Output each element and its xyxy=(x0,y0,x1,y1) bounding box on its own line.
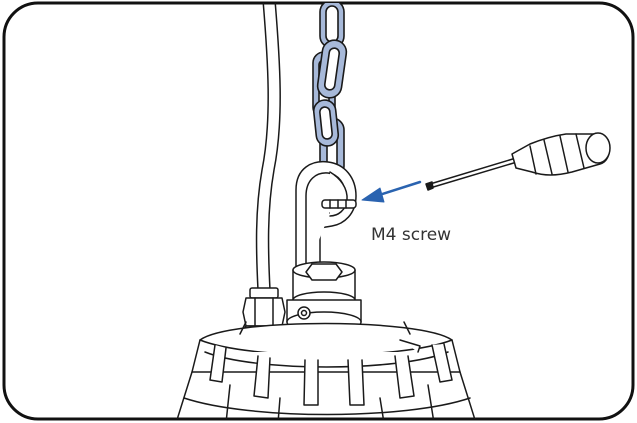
hook-icon xyxy=(295,160,357,273)
screw-callout-label: M4 screw xyxy=(371,225,451,245)
luminaire-housing xyxy=(175,321,477,419)
arrow-icon xyxy=(361,180,422,203)
chain-icon xyxy=(312,3,348,179)
hook-base xyxy=(286,261,362,333)
power-cable xyxy=(255,3,281,291)
screwdriver-icon xyxy=(425,132,611,191)
